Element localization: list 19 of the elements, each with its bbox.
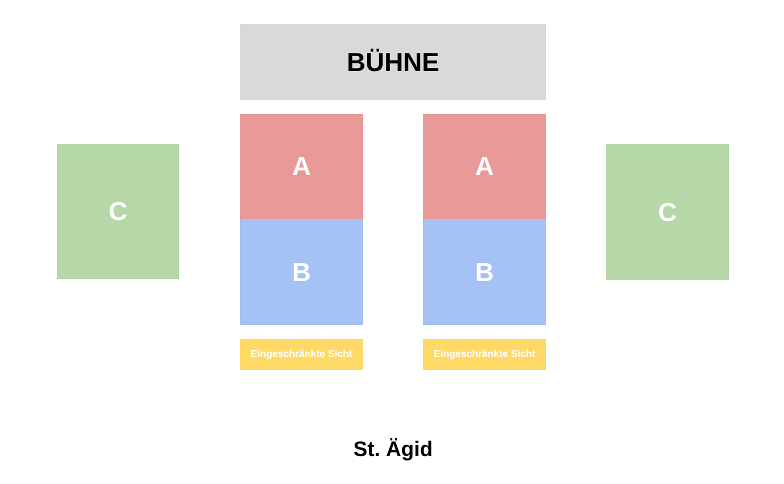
- seating-block: [423, 219, 546, 325]
- area-label: C: [108, 196, 128, 227]
- venue-name: St. Ägid: [352, 438, 434, 462]
- area-label: BÜHNE: [346, 46, 440, 78]
- restricted-view-block: [240, 339, 363, 370]
- seating-block: [423, 114, 546, 219]
- restricted-view-block: [423, 339, 546, 370]
- area-label: Eingeschränkte Sicht: [434, 349, 536, 360]
- area-label: A: [292, 151, 311, 182]
- seating-block: [57, 144, 179, 279]
- area-label: Eingeschränkte Sicht: [250, 349, 352, 360]
- seating-block: [606, 144, 729, 280]
- area-label: B: [475, 256, 494, 288]
- area-label: A: [475, 151, 494, 182]
- seating-block: [240, 219, 363, 325]
- seating-block: [240, 114, 363, 219]
- area-label: B: [292, 256, 311, 288]
- stage-area: [240, 24, 546, 100]
- area-label: C: [658, 196, 677, 228]
